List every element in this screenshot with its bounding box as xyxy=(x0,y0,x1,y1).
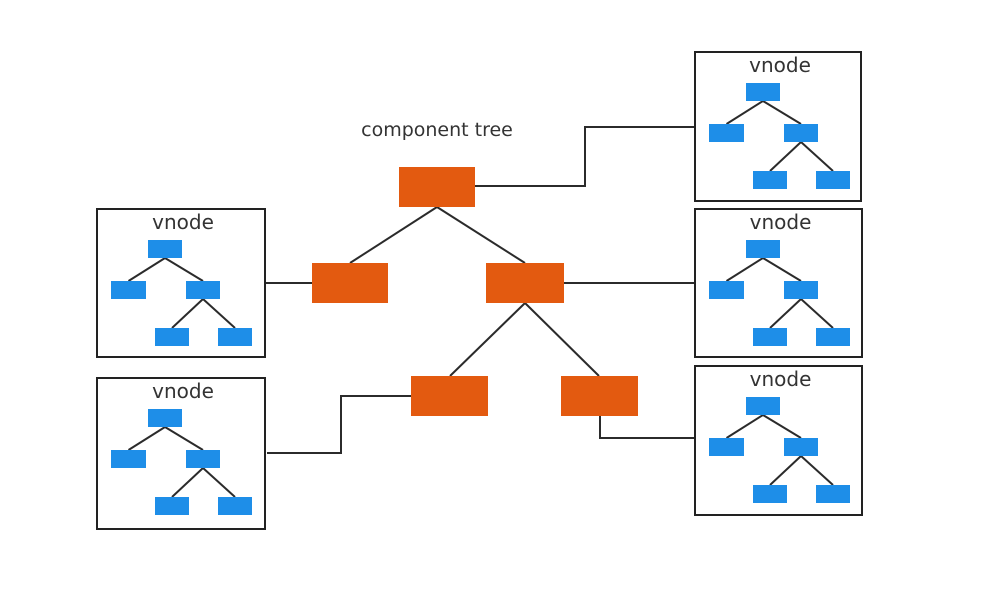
component-tree-edges xyxy=(349,206,600,377)
vnode-edge-3 xyxy=(800,298,834,329)
vnode-node-4 xyxy=(218,328,252,346)
vnode-edge-1 xyxy=(762,257,802,282)
vnode-box-right-middle: vnode xyxy=(694,208,863,358)
component-node-rl xyxy=(411,376,488,416)
component-edge-3 xyxy=(524,302,600,377)
vnode-node-2 xyxy=(784,438,818,456)
component-edge-2 xyxy=(449,302,526,377)
vnode-label: vnode xyxy=(750,210,812,234)
vnode-label: vnode xyxy=(750,367,812,391)
vnode-node-0 xyxy=(148,240,182,258)
vnode-node-3 xyxy=(155,497,189,515)
vnode-edge-1 xyxy=(762,414,802,439)
vnode-box-right-lower: vnode xyxy=(694,365,863,516)
vnode-edge-0 xyxy=(725,257,764,282)
vnode-edge-0 xyxy=(127,257,166,282)
vnode-edge-3 xyxy=(202,467,236,498)
vnode-edge-3 xyxy=(800,141,834,172)
component-tree-nodes xyxy=(312,167,638,416)
vnode-node-4 xyxy=(816,485,850,503)
component-node-left xyxy=(312,263,388,303)
component-node-right xyxy=(486,263,564,303)
vnode-edge-2 xyxy=(171,298,204,329)
vnode-edge-0 xyxy=(725,100,764,125)
vnode-node-1 xyxy=(709,281,744,299)
connector-4 xyxy=(599,416,694,439)
vnode-label: vnode xyxy=(152,379,214,403)
vnode-node-4 xyxy=(816,328,850,346)
vnode-node-3 xyxy=(753,485,787,503)
vnode-node-1 xyxy=(111,281,146,299)
vnode-edge-2 xyxy=(171,467,204,498)
vnode-node-3 xyxy=(753,171,787,189)
vnode-node-3 xyxy=(155,328,189,346)
vnode-node-2 xyxy=(784,281,818,299)
vnode-edge-1 xyxy=(164,426,204,451)
vnode-node-0 xyxy=(148,409,182,427)
vnode-box-left-upper: vnode xyxy=(96,208,266,358)
component-edge-1 xyxy=(436,206,526,264)
vnode-edge-0 xyxy=(127,426,166,451)
vnode-edge-2 xyxy=(769,141,802,172)
component-node-root xyxy=(399,167,475,207)
connector-3 xyxy=(267,395,411,454)
vnode-node-4 xyxy=(218,497,252,515)
vnode-node-0 xyxy=(746,397,780,415)
vnode-node-1 xyxy=(111,450,146,468)
vnode-edge-3 xyxy=(800,455,834,486)
vnode-edge-1 xyxy=(164,257,204,282)
vnode-node-1 xyxy=(709,124,744,142)
component-edge-0 xyxy=(349,206,438,264)
vnode-node-4 xyxy=(816,171,850,189)
vnode-edge-2 xyxy=(769,455,802,486)
component-tree-title: component tree xyxy=(361,119,513,141)
vnode-node-2 xyxy=(784,124,818,142)
vnode-box-top-right: vnode xyxy=(694,51,862,202)
component-node-rr xyxy=(561,376,638,416)
connectors xyxy=(266,126,694,454)
vnode-node-2 xyxy=(186,450,220,468)
vnode-label: vnode xyxy=(749,53,811,77)
vnode-node-0 xyxy=(746,240,780,258)
vnode-label: vnode xyxy=(152,210,214,234)
vnode-edge-2 xyxy=(769,298,802,329)
vnode-box-left-lower: vnode xyxy=(96,377,266,530)
vnode-node-0 xyxy=(746,83,780,101)
connector-0 xyxy=(475,126,694,187)
vnode-edge-1 xyxy=(762,100,802,125)
vnode-boxes: vnode vnode vnode vnode vnode xyxy=(96,51,863,530)
vnode-edge-0 xyxy=(725,414,764,439)
vnode-edge-3 xyxy=(202,298,236,329)
vnode-node-2 xyxy=(186,281,220,299)
vnode-node-3 xyxy=(753,328,787,346)
vnode-node-1 xyxy=(709,438,744,456)
